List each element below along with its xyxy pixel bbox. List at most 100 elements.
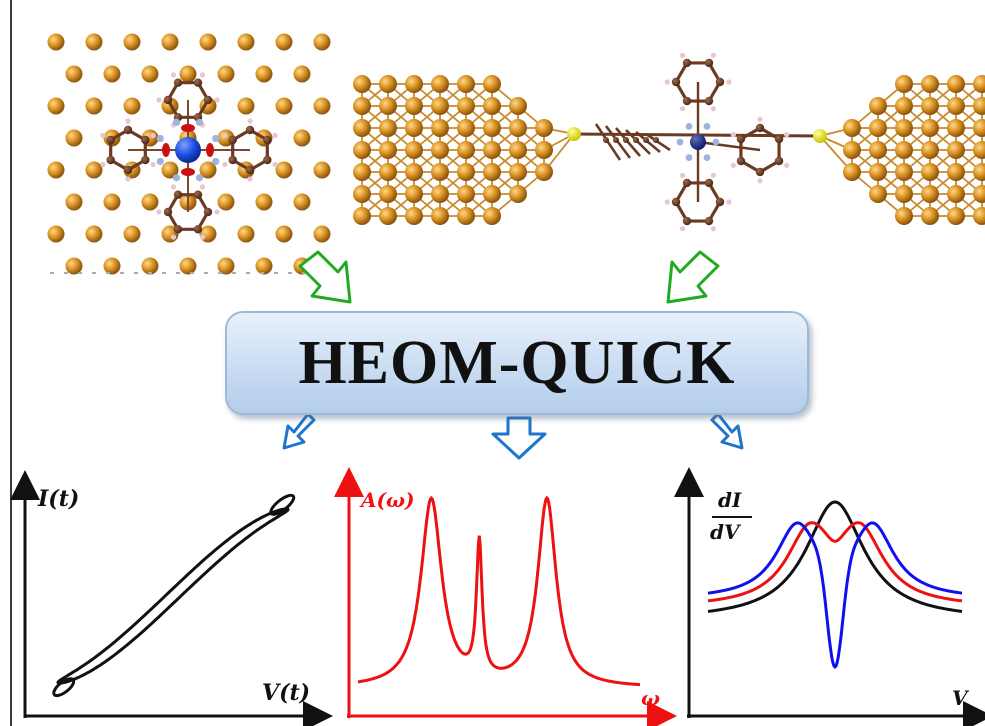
carbon-atom xyxy=(106,135,115,145)
nitrogen-atom xyxy=(676,138,684,146)
gold-atom xyxy=(895,185,913,203)
gold-atom xyxy=(275,33,293,51)
lattice-edge-dot xyxy=(106,272,110,274)
gold-atom xyxy=(141,257,159,275)
current-panel xyxy=(9,470,333,726)
molecular-illustrations xyxy=(47,33,985,275)
gold-atom xyxy=(275,97,293,115)
gold-atom xyxy=(921,141,939,159)
gold-atom xyxy=(947,75,965,93)
blue-arrow-right xyxy=(710,412,744,450)
carbon-atom xyxy=(704,178,714,188)
gold-atom xyxy=(483,207,501,225)
gold-atom xyxy=(535,163,553,181)
sulfur-atom xyxy=(813,129,827,143)
nitrogen-atom xyxy=(703,123,711,130)
lattice-edge-dot xyxy=(50,272,54,274)
carbon-atom xyxy=(173,78,183,87)
hydrogen-atom xyxy=(664,199,670,205)
gold-atom xyxy=(869,163,887,181)
gold-atom xyxy=(379,207,397,225)
conductance-curve-black xyxy=(707,500,963,613)
gold-atom xyxy=(103,65,121,83)
gold-atom xyxy=(869,141,887,159)
metal-center-atom xyxy=(175,137,201,163)
gold-atom xyxy=(199,161,217,179)
gold-atom xyxy=(869,119,887,137)
lattice-edge-dot xyxy=(176,272,180,274)
gold-atom xyxy=(483,119,501,137)
metal-center-atom xyxy=(690,134,706,150)
carbon-atom xyxy=(203,95,213,105)
gold-atom xyxy=(431,163,449,181)
gold-atom xyxy=(895,97,913,115)
hydrogen-atom xyxy=(272,132,278,139)
lattice-edge-dot xyxy=(120,272,124,274)
gold-atom xyxy=(255,65,273,83)
carbon-atom xyxy=(653,137,659,143)
hydrogen-atom xyxy=(726,79,732,85)
gold-atom xyxy=(103,257,121,275)
carbon-atom xyxy=(682,96,692,106)
gold-atom xyxy=(535,141,553,159)
conductance-panel xyxy=(674,467,985,726)
carbon-atom xyxy=(123,165,133,175)
hysteresis-end-loop xyxy=(269,493,296,516)
gold-atom xyxy=(65,193,83,211)
gold-atom xyxy=(123,225,141,243)
hydrogen-atom xyxy=(214,209,220,215)
gold-atom xyxy=(275,161,293,179)
gold-atom xyxy=(973,75,985,93)
carbon-atom xyxy=(643,137,649,143)
carbon-atom xyxy=(193,190,203,199)
hydrogen-atom xyxy=(710,52,717,58)
gold-atom xyxy=(85,225,103,243)
gold-atom xyxy=(921,119,939,137)
gold-atom xyxy=(509,185,527,203)
gold-atom xyxy=(895,75,913,93)
lattice-edge-dot xyxy=(162,272,166,274)
gold-atom xyxy=(255,193,273,211)
hydrogen-atom xyxy=(730,162,736,168)
lattice-edge-dot xyxy=(232,272,236,274)
gold-atom xyxy=(973,119,985,137)
conductance-xlabel: V xyxy=(952,686,968,710)
hydrogen-atom xyxy=(247,176,253,182)
gold-atom xyxy=(353,207,371,225)
current-xlabel: V(t) xyxy=(262,680,311,706)
carbon-atom xyxy=(682,58,692,68)
lattice-edge-dot xyxy=(92,272,96,274)
gold-atom xyxy=(843,119,861,137)
hydrogen-atom xyxy=(680,106,686,112)
green-arrow-right xyxy=(666,250,720,304)
carbon-atom xyxy=(755,167,765,177)
hydrogen-atom xyxy=(710,226,717,232)
gold-atom xyxy=(921,185,939,203)
hydrogen-atom xyxy=(150,161,156,168)
gold-atom xyxy=(47,161,65,179)
hydrogen-atom xyxy=(125,176,131,182)
carbon-atom xyxy=(774,156,784,166)
nitrogen-atom xyxy=(172,174,181,182)
top-view-surface-molecule xyxy=(47,33,331,275)
gold-atom xyxy=(947,141,965,159)
gold-atom xyxy=(947,207,965,225)
carbon-atom xyxy=(774,134,784,144)
hydrogen-atom xyxy=(100,132,106,139)
gold-atom xyxy=(509,141,527,159)
gold-atom xyxy=(179,65,197,83)
gold-atom xyxy=(509,97,527,115)
hydrogen-atom xyxy=(156,209,162,215)
carbon-atom xyxy=(603,137,609,143)
lattice-edge-dot xyxy=(204,272,208,274)
carbon-atom xyxy=(173,190,183,199)
gold-atom xyxy=(947,185,965,203)
gold-atom xyxy=(353,185,371,203)
gold-atom xyxy=(103,193,121,211)
gold-atom xyxy=(161,161,179,179)
gold-atom xyxy=(457,163,475,181)
carbon-atom xyxy=(193,78,203,87)
gold-atom xyxy=(379,119,397,137)
gold-atom xyxy=(405,207,423,225)
